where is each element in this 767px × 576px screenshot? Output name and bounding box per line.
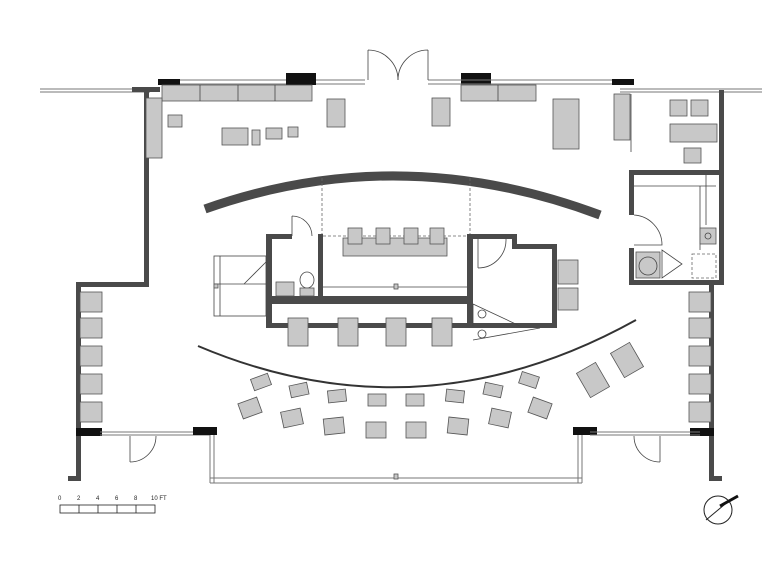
central-core	[266, 215, 557, 341]
top-perimeter-furniture	[145, 84, 632, 159]
entry-door-left	[367, 49, 399, 81]
scale-tick-4: 4	[96, 496, 100, 502]
left-wall	[68, 90, 149, 481]
curved-wall-upper	[203, 171, 602, 220]
top-right-office	[669, 99, 718, 164]
core-left-vestibule	[213, 255, 267, 317]
lounge-chairs-right	[575, 341, 645, 399]
right-wall	[690, 90, 724, 481]
side-door-right	[633, 435, 661, 463]
scale-tick-0: 0	[58, 496, 62, 502]
top-facade	[40, 49, 762, 93]
bottom-facade	[100, 427, 700, 484]
core-side-unit-upper	[557, 259, 579, 285]
core-side-unit-lower	[557, 287, 579, 311]
scale-bar: 0 2 4 6 8 10 FT	[58, 496, 167, 514]
workstations-row-2	[237, 396, 553, 439]
counter-stools	[287, 317, 453, 347]
workstations-row-1	[249, 371, 540, 407]
curved-counter-edge	[197, 319, 637, 389]
scale-tick-2: 2	[77, 496, 81, 502]
north-arrow-icon	[703, 494, 739, 525]
restroom-right	[629, 170, 724, 285]
scale-tick-10: 10 FT	[151, 496, 167, 502]
left-wall-chairs	[79, 291, 103, 423]
scale-tick-8: 8	[134, 496, 138, 502]
side-door-left	[129, 435, 157, 463]
entry-door-right	[397, 49, 429, 81]
right-wall-chairs	[688, 291, 712, 423]
scale-tick-6: 6	[115, 496, 119, 502]
